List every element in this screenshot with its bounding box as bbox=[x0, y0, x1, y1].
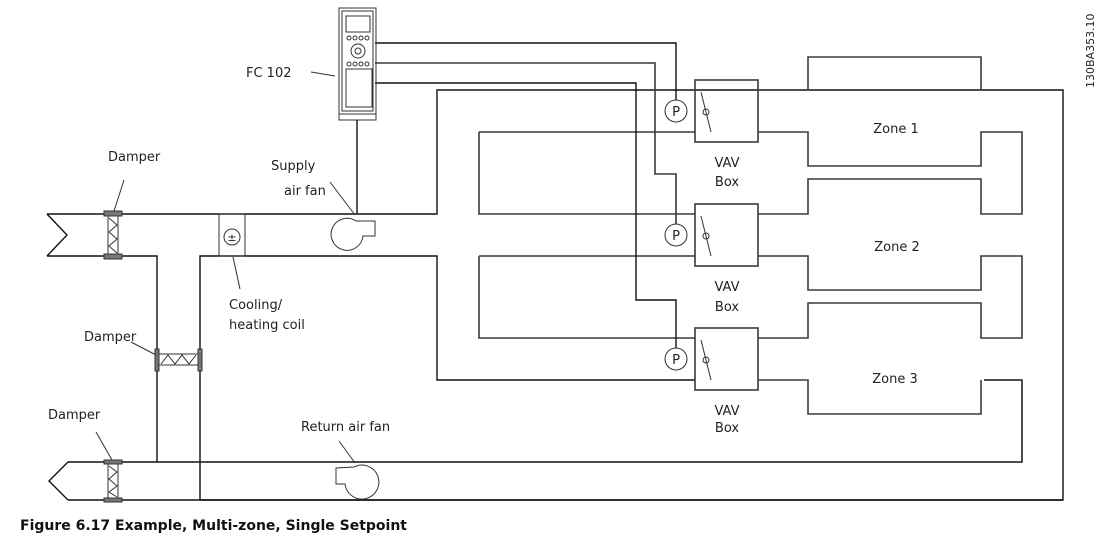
vav-box-2-label-line1: VAV bbox=[714, 280, 739, 295]
sensor-label: P bbox=[672, 229, 680, 244]
damper-mix[interactable] bbox=[154, 348, 203, 372]
pressure-sensor-3[interactable]: P bbox=[664, 347, 688, 371]
vav-box-1-label-line1: VAV bbox=[714, 156, 739, 171]
zone-3-label: Zone 3 bbox=[872, 372, 918, 387]
vav-box-3-label-line2: Box bbox=[715, 421, 739, 436]
coil-label-line1: Cooling/ bbox=[229, 298, 283, 313]
pressure-sensor-2[interactable]: P bbox=[664, 223, 688, 247]
leader-damper-supply bbox=[113, 179, 125, 212]
vav-box-1-label-line2: Box bbox=[715, 175, 739, 190]
supply-branches bbox=[437, 89, 695, 339]
return-fan[interactable] bbox=[335, 464, 380, 500]
supply-fan-label-line2: air fan bbox=[284, 184, 326, 199]
cooling-heating-coil[interactable]: ± bbox=[218, 213, 246, 257]
return-duct bbox=[48, 379, 1063, 501]
sensor-label: P bbox=[672, 353, 680, 368]
pressure-sensor-1[interactable]: P bbox=[664, 99, 688, 123]
damper-return-label: Damper bbox=[48, 408, 101, 423]
coil-label-line2: heating coil bbox=[229, 318, 305, 333]
drive-label: FC 102 bbox=[246, 66, 292, 81]
vav-box-2-label-line2: Box bbox=[715, 300, 739, 315]
leader-drive bbox=[310, 71, 336, 77]
fc102-drive[interactable] bbox=[338, 7, 377, 214]
damper-supply[interactable] bbox=[103, 210, 123, 260]
leader-damper-return bbox=[95, 431, 113, 461]
damper-mix-label: Damper bbox=[84, 330, 137, 345]
signal-wires bbox=[375, 42, 677, 348]
zone-1-label: Zone 1 bbox=[873, 122, 919, 137]
vav-box-3[interactable] bbox=[694, 327, 759, 391]
vav-box-2[interactable] bbox=[694, 203, 759, 267]
zone-ducts bbox=[758, 56, 1023, 462]
leader-return-fan bbox=[338, 440, 356, 464]
damper-return[interactable] bbox=[103, 459, 123, 503]
figure-code: 130BA353.10 bbox=[1084, 13, 1097, 88]
figure-caption: Figure 6.17 Example, Multi-zone, Single … bbox=[20, 518, 407, 534]
damper-supply-label: Damper bbox=[108, 150, 161, 165]
return-fan-label: Return air fan bbox=[301, 420, 390, 435]
leader-supply-fan bbox=[329, 181, 356, 216]
sensor-label: P bbox=[672, 105, 680, 120]
supply-fan[interactable] bbox=[330, 217, 376, 251]
zone-2-label: Zone 2 bbox=[874, 240, 920, 255]
supply-duct bbox=[46, 89, 1064, 501]
leader-damper-mix bbox=[130, 341, 157, 356]
vav-box-3-label-line1: VAV bbox=[714, 404, 739, 419]
coil-symbol: ± bbox=[227, 231, 236, 244]
vav-box-1[interactable] bbox=[694, 79, 759, 143]
leader-coil bbox=[232, 256, 241, 290]
supply-fan-label-line1: Supply bbox=[271, 159, 316, 174]
